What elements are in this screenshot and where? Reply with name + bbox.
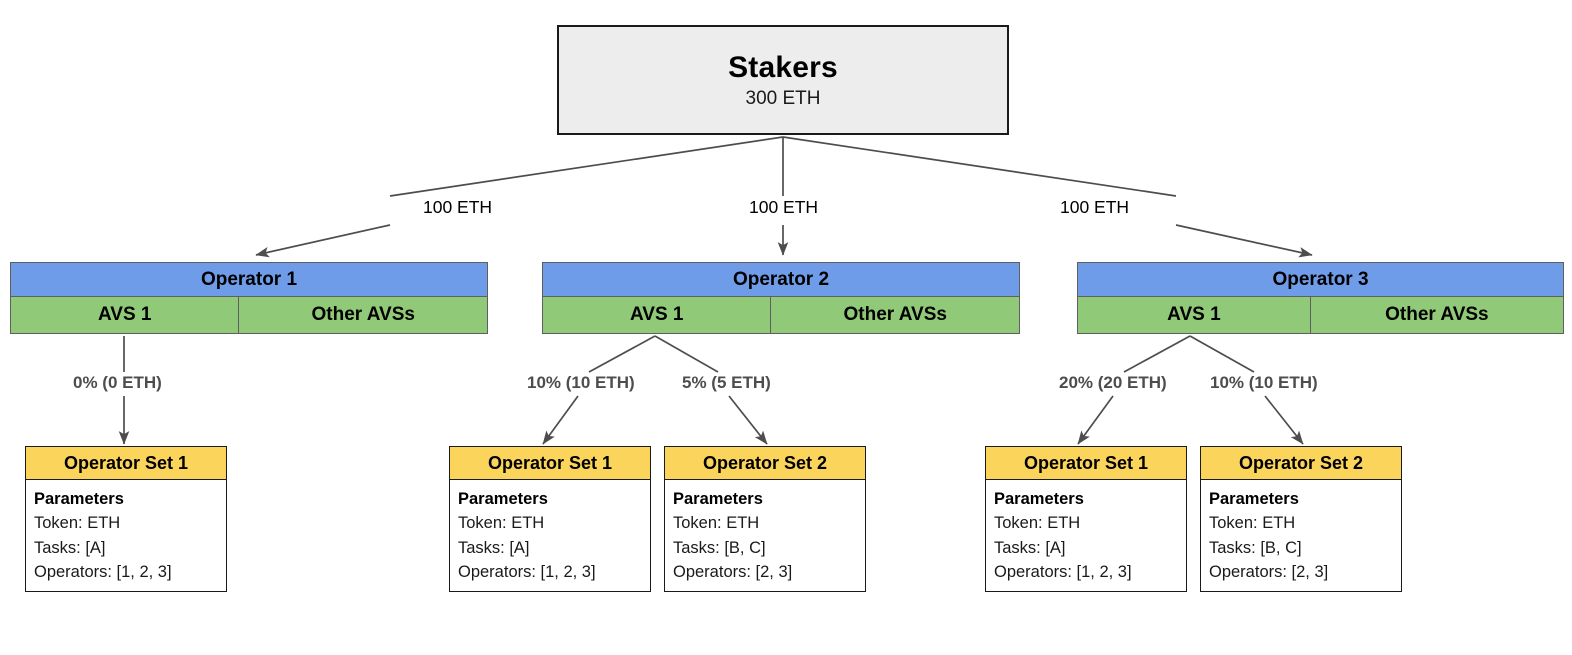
parameter-operators: Operators: [1, 2, 3] xyxy=(994,563,1132,582)
allocation-label-op1-set1: 0% (0 ETH) xyxy=(70,373,165,393)
operator-set-1-body: Parameters Token: ETH Tasks: [A] Operato… xyxy=(26,480,226,593)
allocation-label-op3-set2: 10% (10 ETH) xyxy=(1207,373,1321,393)
parameter-tasks: Tasks: [B, C] xyxy=(1209,538,1302,557)
operator-set-3-title: Operator Set 2 xyxy=(665,447,865,480)
operator-2-avs-row: AVS 1 Other AVSs xyxy=(543,297,1019,333)
operator-set-2-title: Operator Set 1 xyxy=(450,447,650,480)
operator-node-1[interactable]: Operator 1 AVS 1 Other AVSs xyxy=(10,262,488,334)
operator-1-avs-1[interactable]: AVS 1 xyxy=(11,297,240,333)
operator-1-avs-row: AVS 1 Other AVSs xyxy=(11,297,487,333)
allocation-label-op2-set2: 5% (5 ETH) xyxy=(679,373,774,393)
parameter-tasks: Tasks: [A] xyxy=(34,538,106,557)
operator-set-node-4[interactable]: Operator Set 1 Parameters Token: ETH Tas… xyxy=(985,446,1187,592)
operator-set-5-body: Parameters Token: ETH Tasks: [B, C] Oper… xyxy=(1201,480,1401,593)
operator-set-node-1[interactable]: Operator Set 1 Parameters Token: ETH Tas… xyxy=(25,446,227,592)
operator-set-2-body: Parameters Token: ETH Tasks: [A] Operato… xyxy=(450,480,650,593)
parameter-token: Token: ETH xyxy=(458,514,545,533)
edge-stakers-to-operator-3 xyxy=(782,136,1313,258)
operator-node-3[interactable]: Operator 3 AVS 1 Other AVSs xyxy=(1077,262,1564,334)
operator-1-name: Operator 1 xyxy=(11,263,487,297)
parameter-token: Token: ETH xyxy=(1209,514,1296,533)
stakers-title: Stakers xyxy=(728,50,838,84)
edge-label-stake-2: 100 ETH xyxy=(746,197,822,218)
operator-set-4-body: Parameters Token: ETH Tasks: [A] Operato… xyxy=(986,480,1186,593)
operator-set-4-title: Operator Set 1 xyxy=(986,447,1186,480)
stakers-amount: 300 ETH xyxy=(745,87,821,109)
parameter-tasks: Tasks: [A] xyxy=(458,538,530,557)
operator-set-5-title: Operator Set 2 xyxy=(1201,447,1401,480)
operator-node-2[interactable]: Operator 2 AVS 1 Other AVSs xyxy=(542,262,1020,334)
allocation-label-op2-set1: 10% (10 ETH) xyxy=(524,373,638,393)
operator-3-other-avss[interactable]: Other AVSs xyxy=(1310,297,1563,333)
parameters-heading: Parameters xyxy=(673,490,763,508)
parameters-heading: Parameters xyxy=(1209,490,1299,508)
operator-3-avs-row: AVS 1 Other AVSs xyxy=(1078,297,1563,333)
operator-set-3-body: Parameters Token: ETH Tasks: [B, C] Oper… xyxy=(665,480,865,593)
parameter-token: Token: ETH xyxy=(34,514,121,533)
edge-stakers-to-operator-1 xyxy=(255,136,784,258)
parameter-tasks: Tasks: [B, C] xyxy=(673,538,766,557)
operator-1-other-avss[interactable]: Other AVSs xyxy=(239,297,487,333)
parameter-operators: Operators: [2, 3] xyxy=(673,563,793,582)
operator-set-node-5[interactable]: Operator Set 2 Parameters Token: ETH Tas… xyxy=(1200,446,1402,592)
operator-2-name: Operator 2 xyxy=(543,263,1019,297)
parameters-heading: Parameters xyxy=(34,490,124,508)
parameter-token: Token: ETH xyxy=(673,514,760,533)
parameter-tasks: Tasks: [A] xyxy=(994,538,1066,557)
operator-set-node-2[interactable]: Operator Set 1 Parameters Token: ETH Tas… xyxy=(449,446,651,592)
parameter-operators: Operators: [1, 2, 3] xyxy=(458,563,596,582)
parameter-token: Token: ETH xyxy=(994,514,1081,533)
parameters-heading: Parameters xyxy=(458,490,548,508)
operator-set-1-title: Operator Set 1 xyxy=(26,447,226,480)
edge-label-stake-3: 100 ETH xyxy=(1057,197,1133,218)
operator-3-name: Operator 3 xyxy=(1078,263,1563,297)
edge-label-stake-1: 100 ETH xyxy=(420,197,496,218)
parameter-operators: Operators: [1, 2, 3] xyxy=(34,563,172,582)
parameters-heading: Parameters xyxy=(994,490,1084,508)
allocation-label-op3-set1: 20% (20 ETH) xyxy=(1056,373,1170,393)
operator-set-node-3[interactable]: Operator Set 2 Parameters Token: ETH Tas… xyxy=(664,446,866,592)
parameter-operators: Operators: [2, 3] xyxy=(1209,563,1329,582)
operator-2-other-avss[interactable]: Other AVSs xyxy=(771,297,1019,333)
stakers-node[interactable]: Stakers 300 ETH xyxy=(557,25,1009,135)
operator-2-avs-1[interactable]: AVS 1 xyxy=(543,297,772,333)
operator-3-avs-1[interactable]: AVS 1 xyxy=(1078,297,1311,333)
